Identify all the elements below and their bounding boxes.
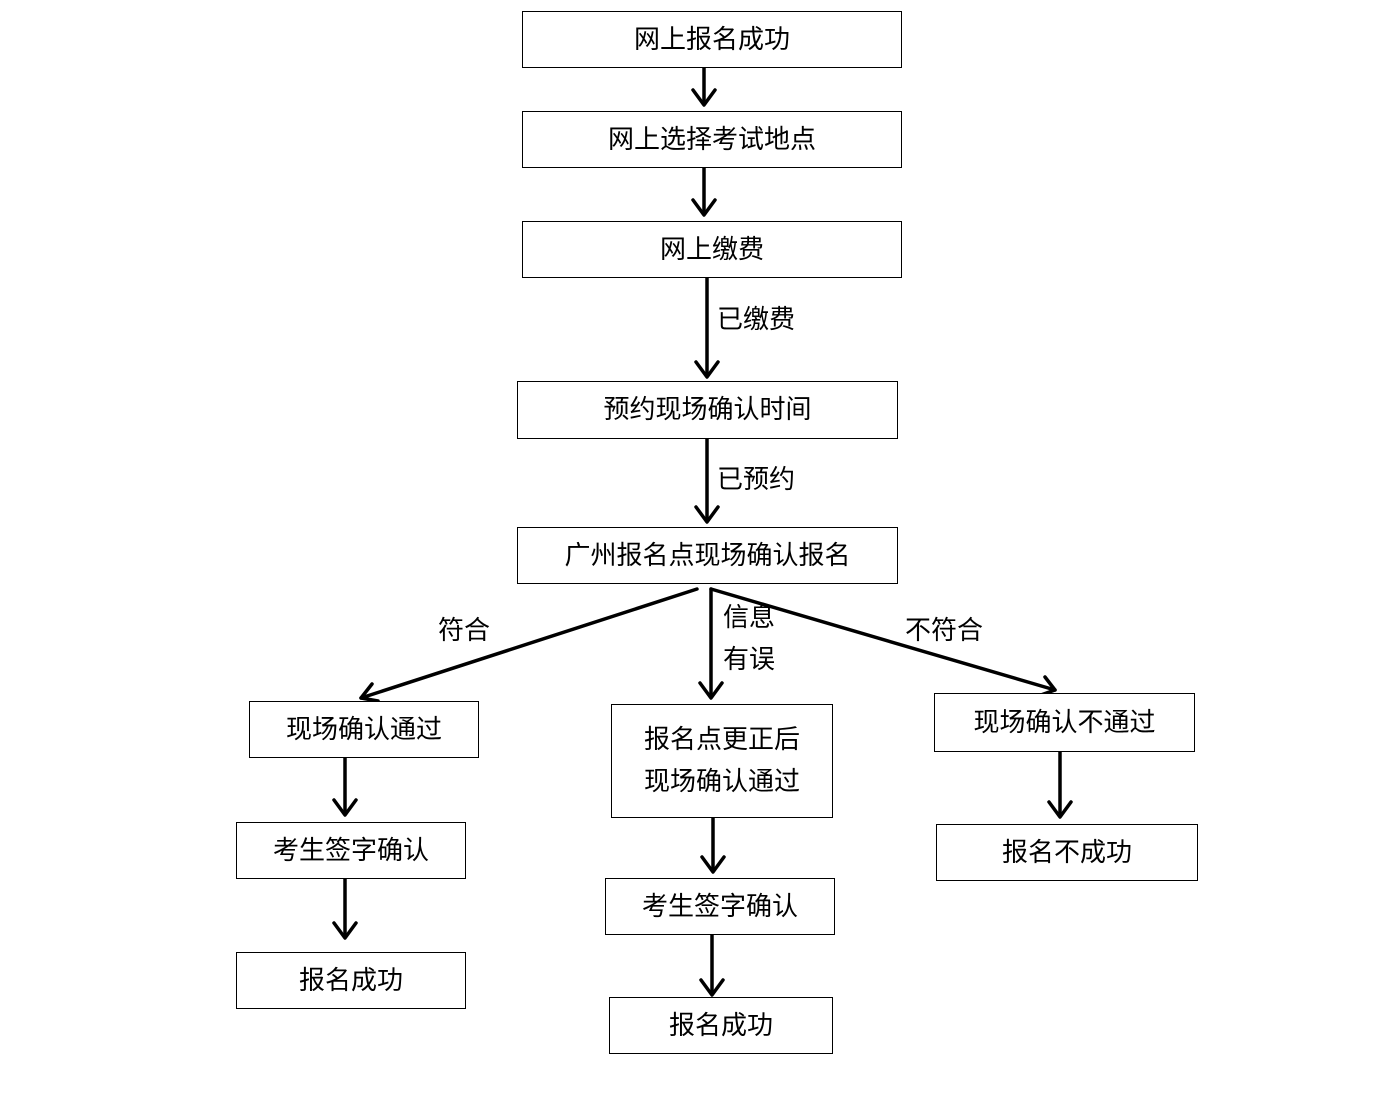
arrowhead-payment-to-booking: [694, 360, 720, 379]
arrowhead-location-to-payment: [691, 198, 717, 217]
node-book-confirm-time: 预约现场确认时间: [517, 381, 898, 439]
arrowhead-fail-to-result: [1047, 800, 1073, 819]
node-onsite-pass: 现场确认通过: [249, 701, 479, 758]
node-sign-confirm-mid: 考生签字确认: [605, 878, 835, 935]
node-label: 现场确认不通过: [973, 707, 1156, 738]
node-onsite-fail: 现场确认不通过: [934, 693, 1195, 752]
arrowhead-sign-left-to-success-left: [332, 921, 358, 940]
node-label: 网上缴费: [659, 234, 764, 265]
node-success-mid: 报名成功: [609, 997, 833, 1054]
arrowhead-onsite-to-pass: [359, 682, 380, 703]
node-online-payment: 网上缴费: [522, 221, 902, 278]
node-label: 广州报名点现场确认报名: [564, 540, 851, 571]
node-success-left: 报名成功: [236, 952, 466, 1009]
node-correct-then-pass: 报名点更正后 现场确认通过: [611, 704, 833, 818]
node-online-select-location: 网上选择考试地点: [522, 111, 902, 168]
edge-label-info-error-line1: 信息: [723, 603, 776, 633]
arrow-onsite-to-pass: [359, 587, 699, 700]
arrowhead-correct-to-sign-mid: [700, 855, 726, 874]
node-label: 网上报名成功: [633, 24, 790, 55]
edge-label-paid: 已缴费: [717, 305, 796, 335]
arrow-onsite-to-fail: [709, 587, 1057, 692]
edge-label-not-meets: 不符合: [905, 616, 984, 646]
node-online-signup-success: 网上报名成功: [522, 11, 902, 68]
arrowhead-onsite-to-correct: [698, 681, 724, 700]
edge-label-meets: 符合: [438, 616, 491, 646]
arrowhead-signup-to-location: [691, 88, 717, 107]
node-label: 报名成功: [668, 1010, 773, 1041]
arrowhead-sign-mid-to-success-mid: [699, 978, 725, 997]
node-sign-confirm-left: 考生签字确认: [236, 822, 466, 879]
node-label: 现场确认通过: [285, 714, 442, 745]
node-label-line2: 现场确认通过: [643, 767, 800, 797]
edge-label-info-error-line2: 有误: [723, 645, 776, 675]
node-label: 报名成功: [298, 965, 403, 996]
node-fail-result: 报名不成功: [936, 824, 1198, 881]
node-label: 预约现场确认时间: [603, 395, 812, 425]
arrowhead-booking-to-onsite: [694, 505, 720, 524]
node-gz-onsite-confirm: 广州报名点现场确认报名: [517, 527, 898, 584]
node-label: 考生签字确认: [641, 891, 798, 922]
node-label: 考生签字确认: [272, 835, 429, 866]
edge-label-booked: 已预约: [717, 465, 796, 495]
arrowhead-pass-to-sign-left: [332, 798, 358, 817]
node-label: 报名不成功: [1001, 837, 1132, 868]
node-label-line1: 报名点更正后: [643, 725, 800, 755]
node-label: 网上选择考试地点: [607, 124, 816, 155]
